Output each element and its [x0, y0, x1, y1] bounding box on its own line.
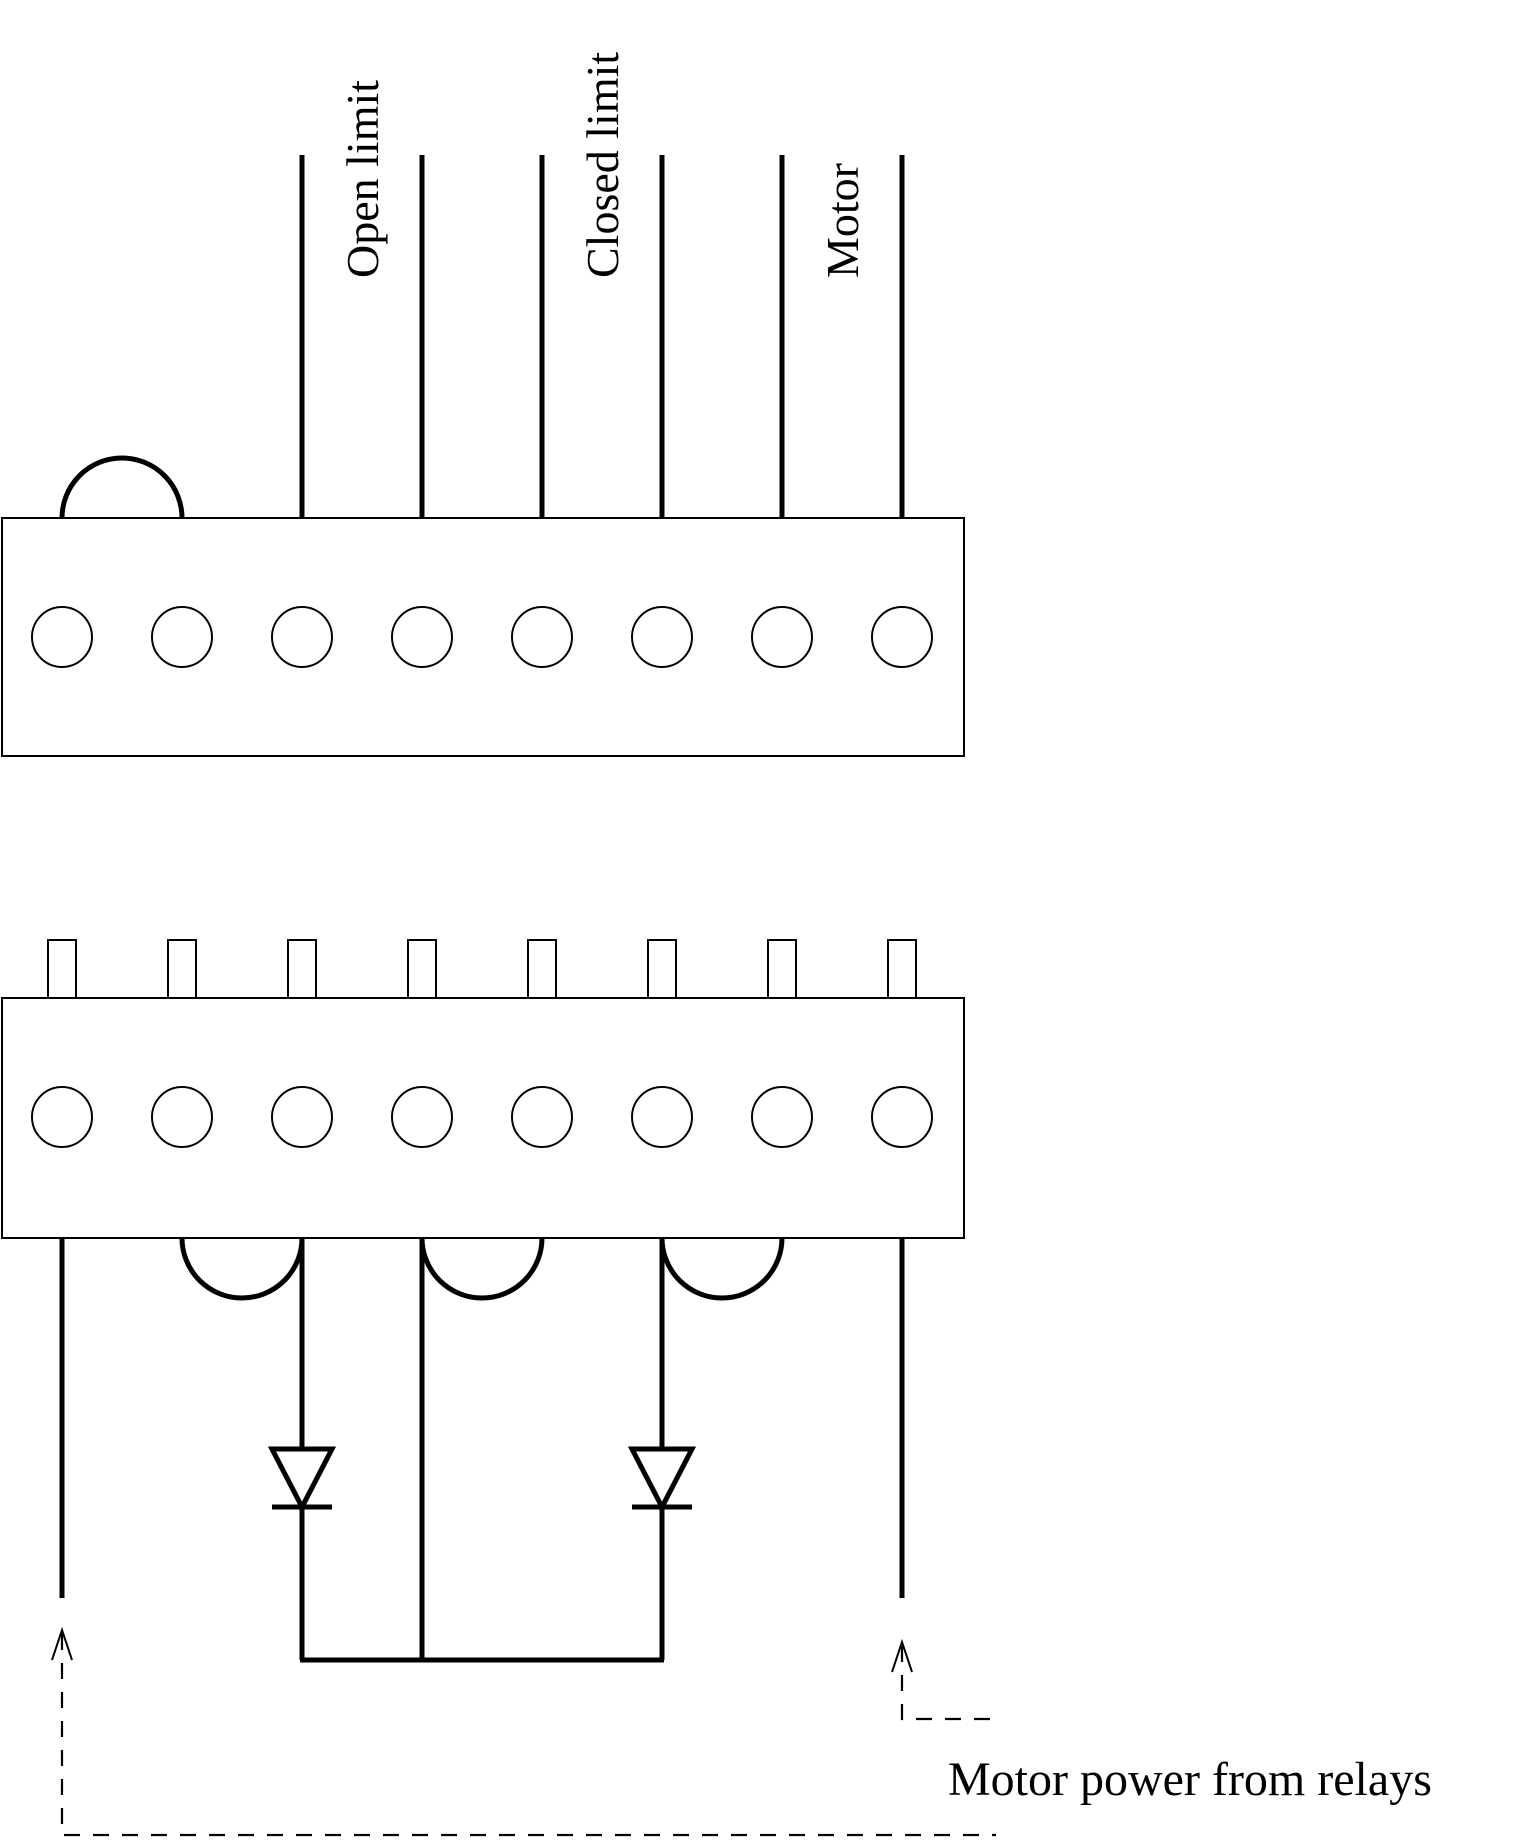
diode-network: [267, 1238, 697, 1663]
bottom-jumper-6-7: [659, 1237, 785, 1301]
bottom-pin-4: [407, 939, 437, 999]
top-jumper-loop: [59, 455, 185, 519]
bottom-pin-6: [647, 939, 677, 999]
arrow-head-right: [891, 1638, 913, 1673]
diode-left: [267, 1446, 337, 1513]
top-terminal-3: [271, 606, 333, 668]
bottom-terminal-2: [151, 1086, 213, 1148]
bottom-jumper-loops: [179, 1237, 785, 1301]
bottom-pin-3: [287, 939, 317, 999]
bottom-connector: [1, 997, 965, 1239]
top-terminal-4: [391, 606, 453, 668]
bottom-terminal-1: [31, 1086, 93, 1148]
top-connector-body: [1, 517, 965, 757]
bottom-terminal-7: [751, 1086, 813, 1148]
bottom-connector-pins: [47, 939, 917, 999]
bottom-pin-1: [47, 939, 77, 999]
dashed-line-left: [60, 1634, 996, 1837]
bottom-jumper-2-3: [179, 1237, 305, 1301]
top-wires: [299, 155, 905, 518]
top-terminal-7: [751, 606, 813, 668]
top-connector: [1, 517, 965, 757]
top-terminal-1: [31, 606, 93, 668]
top-terminal-8: [871, 606, 933, 668]
bottom-connector-body: [1, 997, 965, 1239]
bottom-terminal-8: [871, 1086, 933, 1148]
diode-right-triangle: [627, 1446, 697, 1513]
motor-power-dashed-lines: [60, 1634, 996, 1837]
diode-right: [627, 1446, 697, 1513]
bottom-pin-2: [167, 939, 197, 999]
closed-limit-label: Closed limit: [577, 52, 628, 278]
bottom-pin-7: [767, 939, 797, 999]
bottom-terminal-4: [391, 1086, 453, 1148]
bottom-jumper-4-5: [419, 1237, 545, 1301]
bottom-terminal-3: [271, 1086, 333, 1148]
open-limit-label: Open limit: [337, 80, 388, 278]
bottom-terminal-6: [631, 1086, 693, 1148]
bottom-pin-8: [887, 939, 917, 999]
motor-label: Motor: [817, 163, 868, 278]
top-terminal-5: [511, 606, 573, 668]
bottom-pin-5: [527, 939, 557, 999]
dashed-line-right: [900, 1646, 996, 1721]
diode-left-triangle: [267, 1446, 337, 1513]
top-terminal-6: [631, 606, 693, 668]
arrow-head-left: [51, 1626, 73, 1661]
top-terminal-2: [151, 606, 213, 668]
bottom-terminal-5: [511, 1086, 573, 1148]
motor-power-label: Motor power from relays: [948, 1753, 1432, 1806]
